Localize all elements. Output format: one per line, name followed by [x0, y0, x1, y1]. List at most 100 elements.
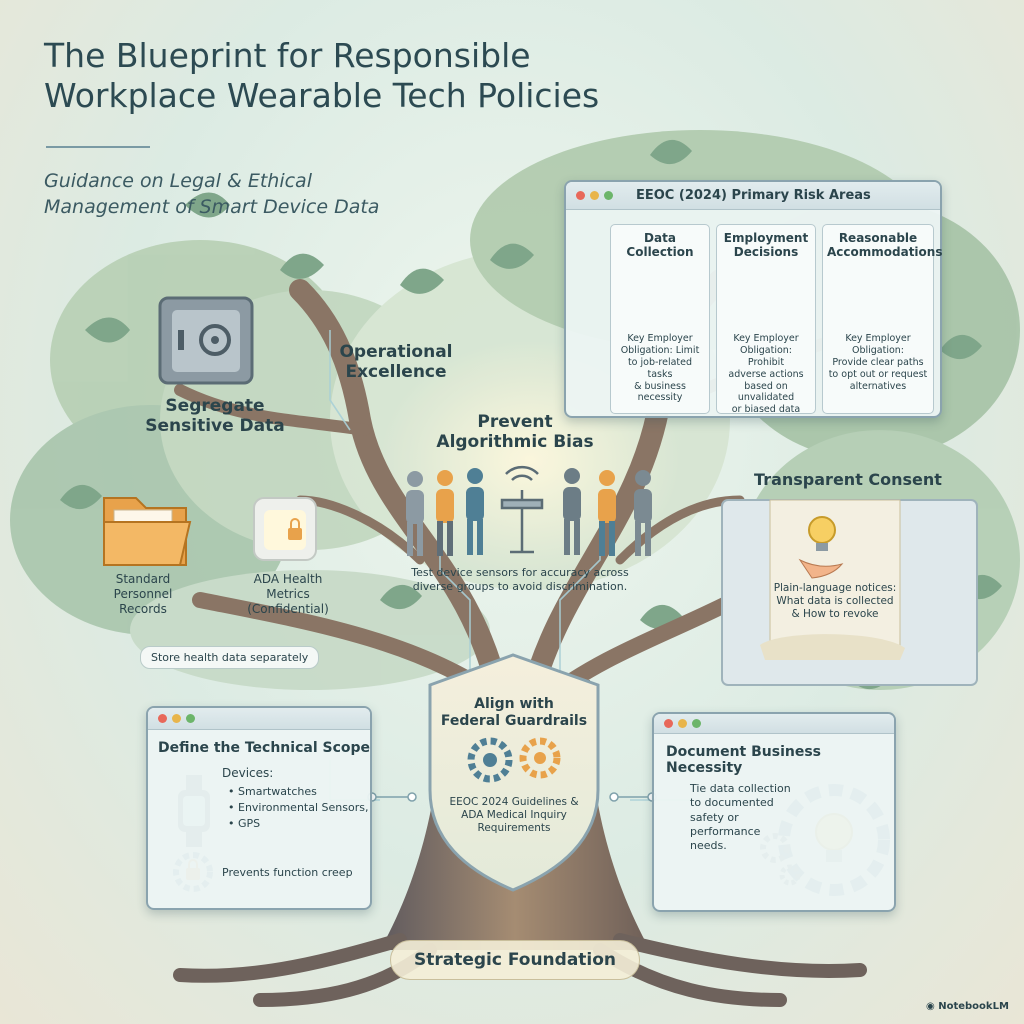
- consent-note-line: Plain-language notices:: [773, 582, 897, 594]
- people-icon: [406, 468, 652, 556]
- necessity-line: Tie data collection: [690, 782, 791, 795]
- title-line-1: The Blueprint for Responsible: [44, 36, 531, 75]
- sensor-antenna-icon: [500, 465, 544, 554]
- shield-body-line: EEOC 2024 Guidelines &: [449, 796, 579, 808]
- obligation-line: & business necessity: [634, 380, 686, 404]
- ada-metrics-line-2: Metrics: [266, 587, 310, 601]
- obligation-line: Provide clear paths: [832, 356, 924, 368]
- device-name: GPS: [238, 816, 261, 830]
- page-title: The Blueprint for Responsible Workplace …: [44, 36, 804, 115]
- risk-card-title: Reasonable Accommodations: [827, 231, 943, 263]
- lock-box-icon: [253, 497, 317, 561]
- risk-card-employment-decisions: Employment Decisions Key Employer Obliga…: [716, 224, 816, 416]
- safe-icon: [158, 296, 254, 385]
- necessity-line: performance: [690, 824, 761, 838]
- window-minimize-dot: [678, 719, 687, 728]
- risk-title-line: Decisions: [733, 245, 799, 260]
- window-maximize-dot: [604, 191, 613, 200]
- window-close-dot: [664, 719, 673, 728]
- risk-title-line: Collection: [626, 245, 694, 260]
- hand-icon: [798, 558, 844, 579]
- ada-metrics-line-1: ADA Health: [253, 572, 323, 586]
- technical-scope-window: Define the Technical Scope Devices: • Sm…: [146, 706, 372, 910]
- risk-title-line: Accommodations: [827, 245, 943, 260]
- standard-personnel-records-label: Standard Personnel Records: [98, 572, 188, 617]
- segregate-line-2: Sensitive Data: [145, 416, 285, 437]
- ada-health-metrics-label: ADA Health Metrics (Confidential): [238, 572, 338, 617]
- obligation-line: Obligation: Limit: [620, 344, 700, 356]
- operational-excellence-label: Operational Excellence: [326, 342, 466, 383]
- device-name: Environmental Sensors,: [238, 800, 369, 814]
- window-maximize-dot: [692, 719, 701, 728]
- shield-title-line: Federal Guardrails: [440, 712, 588, 729]
- obligation-line: to job-related tasks: [627, 356, 693, 380]
- window-minimize-dot: [172, 714, 181, 723]
- devices-label: Devices:: [222, 766, 274, 780]
- prevent-bias-line-2: Algorithmic Bias: [436, 432, 594, 453]
- prevent-bias-description: Test device sensors for accuracy across …: [400, 566, 640, 594]
- consent-scroll: [721, 499, 978, 686]
- risk-card-obligation: Key Employer Obligation: Limit to job-re…: [615, 333, 705, 404]
- shield-title: Align with Federal Guardrails: [436, 696, 592, 730]
- risk-title-line: Reasonable: [838, 231, 918, 245]
- risk-card-reasonable-accommodations: Reasonable Accommodations Key Employer O…: [822, 224, 943, 414]
- consent-note: Plain-language notices: What data is col…: [770, 582, 900, 621]
- necessity-window-titlebar: [654, 714, 894, 734]
- strategic-foundation-label: Strategic Foundation: [390, 940, 640, 980]
- scope-title: Define the Technical Scope: [158, 740, 371, 756]
- window-maximize-dot: [186, 714, 195, 723]
- consent-note-line: What data is collected: [776, 595, 894, 608]
- ada-metrics-line-3: (Confidential): [247, 602, 329, 616]
- brand-name: NotebookLM: [938, 1001, 1009, 1012]
- obligation-line: Obligation: Prohibit: [739, 344, 793, 368]
- obligation-line: or biased data: [731, 404, 801, 416]
- gears-icon: [467, 737, 561, 783]
- prevent-algorithmic-bias-label: Prevent Algorithmic Bias: [430, 412, 600, 453]
- shield-body-line: Requirements: [477, 822, 551, 835]
- risk-card-title: Employment Decisions: [721, 231, 811, 263]
- obligation-line: based on unvalidated: [737, 380, 795, 404]
- necessity-line: to documented: [690, 796, 774, 810]
- obligation-line: Obligation:: [851, 344, 905, 356]
- prevent-bias-desc-line-1: Test device sensors for accuracy across: [411, 566, 629, 579]
- business-necessity-window: Document Business Necessity Tie data col…: [652, 712, 896, 912]
- eeoc-risk-areas-window: EEOC (2024) Primary Risk Areas Data Coll…: [564, 180, 942, 418]
- subtitle-line-1: Guidance on Legal & Ethical: [44, 170, 312, 192]
- title-line-2: Workplace Wearable Tech Policies: [44, 75, 600, 115]
- necessity-line: needs.: [690, 839, 727, 853]
- lightbulb-icon: [808, 516, 836, 551]
- risk-card-data-collection: Data Collection Key Employer Obligation:…: [610, 224, 710, 414]
- page-subtitle: Guidance on Legal & Ethical Management o…: [44, 168, 464, 220]
- scope-window-titlebar: [148, 708, 370, 730]
- device-item: • Environmental Sensors,: [228, 800, 369, 814]
- title-divider: [46, 146, 150, 148]
- shield-title-line: Align with: [474, 696, 554, 712]
- prevent-bias-desc-line-2: diverse groups to avoid discrimination.: [412, 579, 628, 593]
- risk-card-obligation: Key Employer Obligation: Provide clear p…: [827, 333, 929, 392]
- obligation-line: Key Employer: [627, 333, 693, 344]
- operational-line-1: Operational: [339, 342, 453, 362]
- segregate-line-1: Segregate: [165, 396, 265, 416]
- transparent-consent-title: Transparent Consent: [754, 470, 942, 489]
- brand-label: ◉ NotebookLM: [926, 1001, 1009, 1012]
- risk-card-title: Data Collection: [615, 231, 705, 263]
- device-name: Smartwatches: [238, 785, 317, 798]
- leaves: [60, 139, 1002, 690]
- window-minimize-dot: [590, 191, 599, 200]
- standard-records-line-1: Standard: [115, 572, 171, 586]
- risk-card-obligation: Key Employer Obligation: Prohibit advers…: [721, 333, 811, 416]
- consent-note-line: & How to revoke: [791, 608, 879, 621]
- device-list: • Smartwatches • Environmental Sensors, …: [228, 784, 368, 832]
- device-item: • GPS: [228, 816, 261, 830]
- window-close-dot: [576, 191, 585, 200]
- shield-icon: [428, 653, 600, 892]
- scope-note: Prevents function creep: [222, 866, 353, 879]
- store-health-data-note: Store health data separately: [140, 646, 320, 669]
- risk-title-line: Employment: [723, 231, 809, 245]
- brand-logo-icon: ◉: [926, 1001, 939, 1012]
- standard-records-line-3: Records: [119, 602, 167, 616]
- obligation-line: Key Employer: [733, 333, 799, 344]
- necessity-line: safety or: [690, 810, 739, 824]
- device-item: • Smartwatches: [228, 785, 317, 798]
